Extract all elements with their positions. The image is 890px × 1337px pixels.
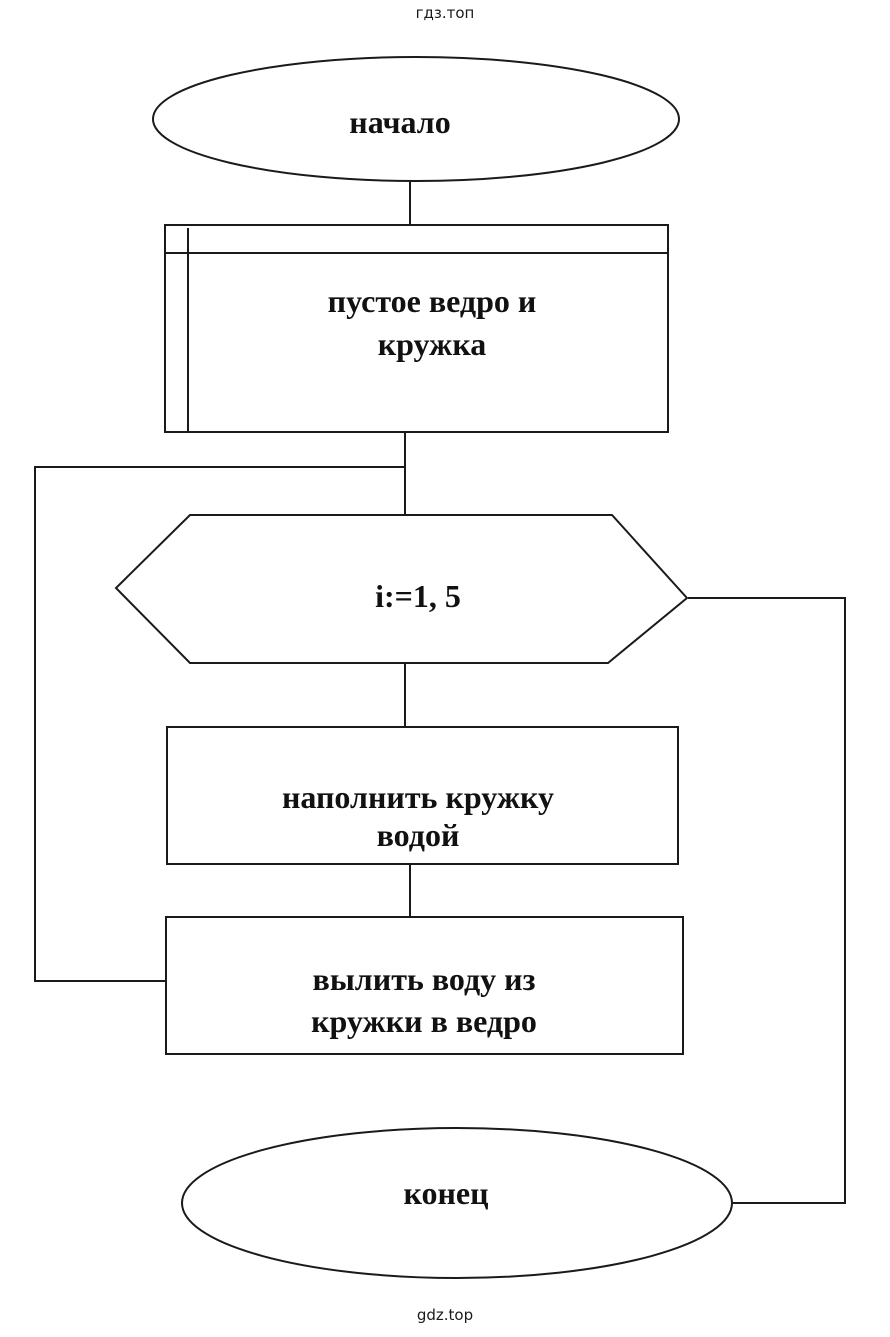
step2-block: вылить воду из кружки в ведро: [165, 916, 684, 1055]
init-label-line1: пустое ведро и: [328, 283, 537, 319]
connector-loop-back: [34, 466, 405, 982]
step2-label-line2: кружки в ведро: [311, 1003, 537, 1039]
end-label: конец: [403, 1175, 488, 1211]
watermark-bottom: gdz.top: [416, 1306, 474, 1324]
init-label-line2: кружка: [378, 326, 487, 362]
step1-label-line1: наполнить кружку: [282, 779, 554, 815]
watermark-top: гдз.топ: [415, 4, 475, 22]
step1-block: наполнить кружку водой: [166, 726, 679, 865]
step2-rect: [165, 916, 684, 1055]
loop-block: i:=1, 5: [114, 514, 689, 664]
loop-label: i:=1, 5: [375, 578, 461, 614]
start-label: начало: [349, 104, 450, 140]
loop-hexagon: [114, 514, 689, 664]
start-terminator: начало: [152, 56, 680, 182]
step1-rect: [166, 726, 679, 865]
step2-label-line1: вылить воду из: [313, 961, 536, 997]
end-terminator: конец: [181, 1127, 733, 1279]
start-ellipse: [152, 56, 680, 182]
connector-loop-exit: [688, 597, 846, 1204]
init-rect: [164, 224, 669, 433]
init-block: пустое ведро и кружка: [164, 224, 669, 433]
step1-label-line2: водой: [377, 817, 460, 853]
connectors: [34, 180, 846, 1204]
end-ellipse: [181, 1127, 733, 1279]
